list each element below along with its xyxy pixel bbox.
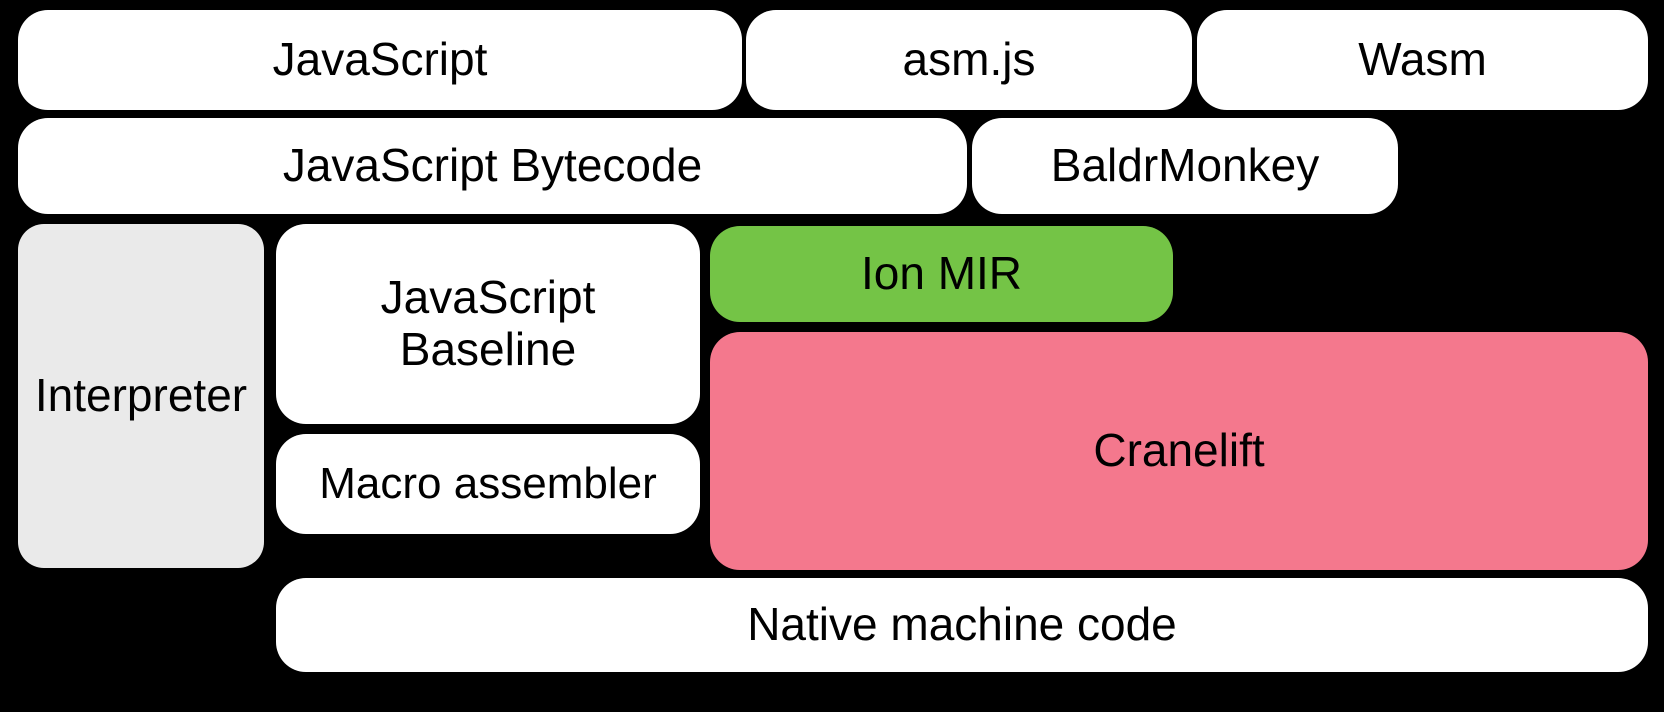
box-macro-assembler[interactable]: Macro assembler: [276, 434, 700, 534]
box-label: Interpreter: [34, 369, 248, 422]
box-label: BaldrMonkey: [1050, 139, 1320, 192]
box-baldrmonkey[interactable]: BaldrMonkey: [972, 118, 1398, 214]
box-javascript-bytecode[interactable]: JavaScript Bytecode: [18, 118, 967, 214]
box-label: asm.js: [902, 33, 1036, 86]
box-label: Cranelift: [1093, 424, 1265, 477]
box-cranelift[interactable]: Cranelift: [710, 332, 1648, 570]
box-asm-js[interactable]: asm.js: [746, 10, 1192, 110]
box-javascript-baseline[interactable]: JavaScript Baseline: [276, 224, 700, 424]
box-label: JavaScript Baseline: [380, 271, 596, 375]
box-interpreter[interactable]: Interpreter: [18, 224, 264, 568]
box-label: JavaScript Bytecode: [282, 139, 703, 192]
box-label: Native machine code: [747, 598, 1177, 651]
box-label: Ion MIR: [860, 247, 1023, 300]
box-label: Macro assembler: [319, 459, 657, 509]
box-label: JavaScript: [272, 33, 488, 86]
box-wasm[interactable]: Wasm: [1197, 10, 1648, 110]
box-ion-mir[interactable]: Ion MIR: [710, 226, 1173, 322]
box-label: Wasm: [1358, 33, 1487, 86]
box-native-machine-code[interactable]: Native machine code: [276, 578, 1648, 672]
box-javascript[interactable]: JavaScript: [18, 10, 742, 110]
